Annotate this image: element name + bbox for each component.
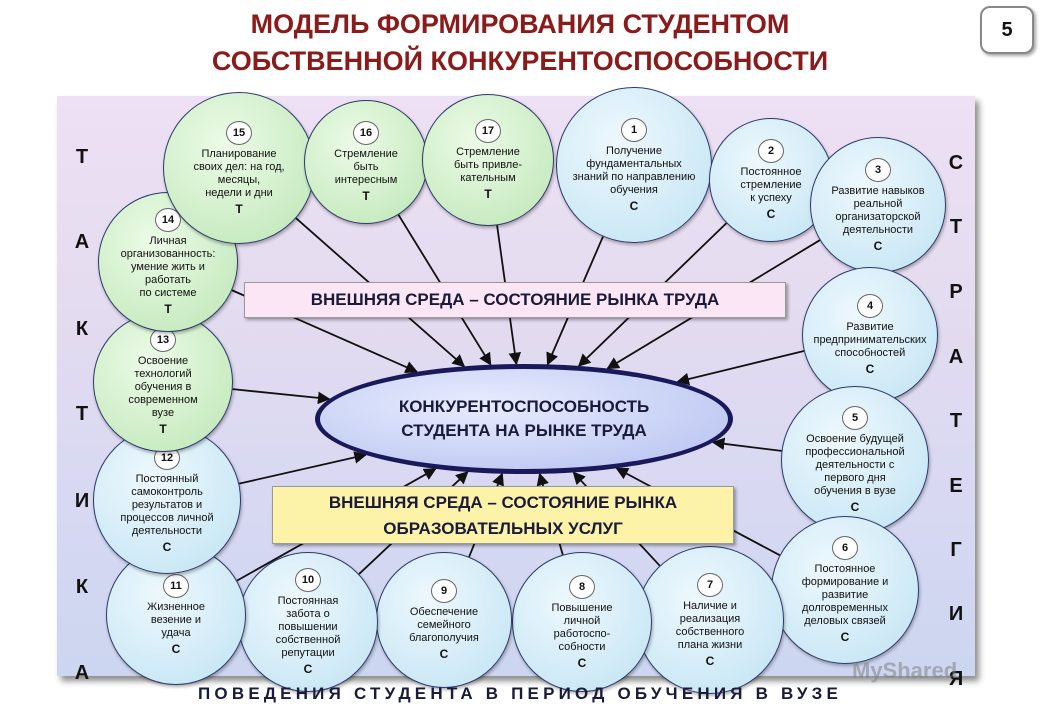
factor-text: Наличие и реализация собственного плана …: [675, 599, 745, 651]
factor-number: 2: [758, 139, 784, 163]
factor-number: 3: [865, 157, 891, 182]
tactics-letter: А: [74, 231, 90, 253]
factor-text: Личная организованность: умение жить и р…: [120, 235, 216, 299]
bottom-caption: ПОВЕДЕНИЯ СТУДЕНТА В ПЕРИОД ОБУЧЕНИЯ В В…: [198, 684, 842, 703]
watermark-logo: MyShared: [852, 658, 958, 683]
factor-text: Освоение будущей профессиональной деятел…: [805, 433, 905, 497]
slide-title: МОДЕЛЬ ФОРМИРОВАНИЯ СТУДЕНТОМ СОБСТВЕННО…: [0, 6, 1040, 80]
factor-type-letter: С: [865, 362, 875, 376]
tactics-letter: А: [74, 662, 90, 684]
central-competitiveness-ellipse: КОНКУРЕНТОСПОСОБНОСТЬ СТУДЕНТА НА РЫНКЕ …: [315, 364, 733, 474]
factor-text: Стремление быть привле- кательным: [453, 146, 523, 184]
page-number-badge: 5: [980, 6, 1034, 54]
strategy-letter: Т: [949, 216, 963, 238]
factor-text: Получение фундаментальных знаний по напр…: [572, 144, 696, 196]
tactics-letter: И: [74, 490, 90, 512]
factor-number: 4: [857, 294, 883, 318]
factor-text: Стремление быть интересным: [334, 148, 398, 186]
factor-text: Постоянное формирование и развитие долго…: [801, 563, 889, 627]
factor-type-letter: С: [171, 642, 181, 656]
factor-number: 1: [621, 117, 647, 142]
strategy-letter: Г: [950, 539, 962, 561]
factor-text: Повышение личной работоспо- собности: [551, 601, 613, 653]
title-line-1: МОДЕЛЬ ФОРМИРОВАНИЯ СТУДЕНТОМ: [250, 9, 790, 39]
factor-number: 11: [163, 574, 189, 598]
factor-text: Обеспечение семейного благополучия: [409, 606, 479, 644]
arrow-5: [711, 437, 782, 452]
factor-number: 16: [353, 121, 379, 145]
factor-number: 10: [295, 568, 321, 592]
factor-number: 6: [832, 536, 858, 560]
strategy-letter: Р: [949, 281, 963, 303]
factor-type-letter: С: [577, 655, 587, 670]
factor-type-letter: С: [162, 540, 172, 554]
factor-type-letter: С: [629, 198, 639, 213]
factor-text: Постоянное стремление к успеху: [740, 166, 802, 204]
factor-type-letter: С: [439, 647, 449, 661]
strategy-letter: С: [948, 152, 964, 174]
tactics-letter: К: [75, 318, 89, 340]
strategy-letter: Е: [949, 475, 963, 497]
strategy-letter: Т: [949, 410, 963, 432]
factor-type-letter: С: [850, 500, 860, 514]
tactics-letter: Т: [75, 146, 89, 168]
title-line-2: СОБСТВЕННОЙ КОНКУРЕНТОСПОСОБНОСТИ: [211, 46, 829, 76]
factor-type-letter: С: [873, 238, 883, 253]
factor-type-letter: С: [766, 207, 776, 221]
external-env-labor-market: ВНЕШНЯЯ СРЕДА – СОСТОЯНИЕ РЫНКА ТРУДА: [244, 282, 786, 318]
strategy-letter: Я: [948, 668, 964, 690]
strategy-letter: И: [948, 603, 964, 625]
arrow-13: [232, 388, 331, 405]
factor-type-letter: Т: [362, 189, 370, 203]
center-line-1: КОНКУРЕНТОСПОСОБНОСТЬ: [398, 397, 650, 416]
factor-text: Развитие навыков реальной организаторско…: [831, 184, 925, 236]
factor-type-letter: Т: [235, 201, 243, 216]
tactics-letter: Т: [75, 403, 89, 425]
env-bottom-line-2: ОБРАЗОВАТЕЛЬНЫХ УСЛУГ: [383, 519, 623, 538]
external-env-education-market: ВНЕШНЯЯ СРЕДА – СОСТОЯНИЕ РЫНКА ОБРАЗОВА…: [272, 486, 734, 544]
center-line-2: СТУДЕНТА НА РЫНКЕ ТРУДА: [401, 421, 647, 440]
factor-text: Развитие предпринимательских способносте…: [813, 321, 927, 359]
arrow-12: [238, 451, 367, 485]
factor-number: 9: [431, 579, 457, 603]
env-bottom-line-1: ВНЕШНЯЯ СРЕДА – СОСТОЯНИЕ РЫНКА: [328, 493, 678, 512]
factor-text: Постоянная забота о повышении собственно…: [275, 595, 341, 659]
factor-number: 15: [226, 120, 252, 145]
strategy-letter: А: [948, 346, 964, 368]
factor-text: Освоение технологий обучения в современн…: [128, 355, 198, 419]
factor-number: 14: [155, 208, 181, 232]
factor-text: Планирование своих дел: на год, месяцы, …: [193, 147, 285, 199]
factor-type-letter: С: [303, 662, 313, 676]
factor-number: 7: [697, 572, 723, 597]
factor-type-letter: С: [705, 653, 715, 668]
factor-type-letter: Т: [159, 422, 167, 436]
factor-number: 17: [475, 119, 501, 143]
factor-type-letter: Т: [484, 187, 492, 201]
factor-type-letter: Т: [164, 302, 172, 316]
tactics-letter: К: [75, 576, 89, 598]
factor-text: Жизненное везение и удача: [147, 601, 205, 639]
factor-number: 8: [569, 574, 595, 599]
arrow-4: [676, 350, 805, 386]
factor-number: 5: [842, 406, 868, 430]
factor-text: Постоянный самоконтроль результатов и пр…: [120, 473, 214, 537]
factor-type-letter: С: [840, 630, 850, 644]
